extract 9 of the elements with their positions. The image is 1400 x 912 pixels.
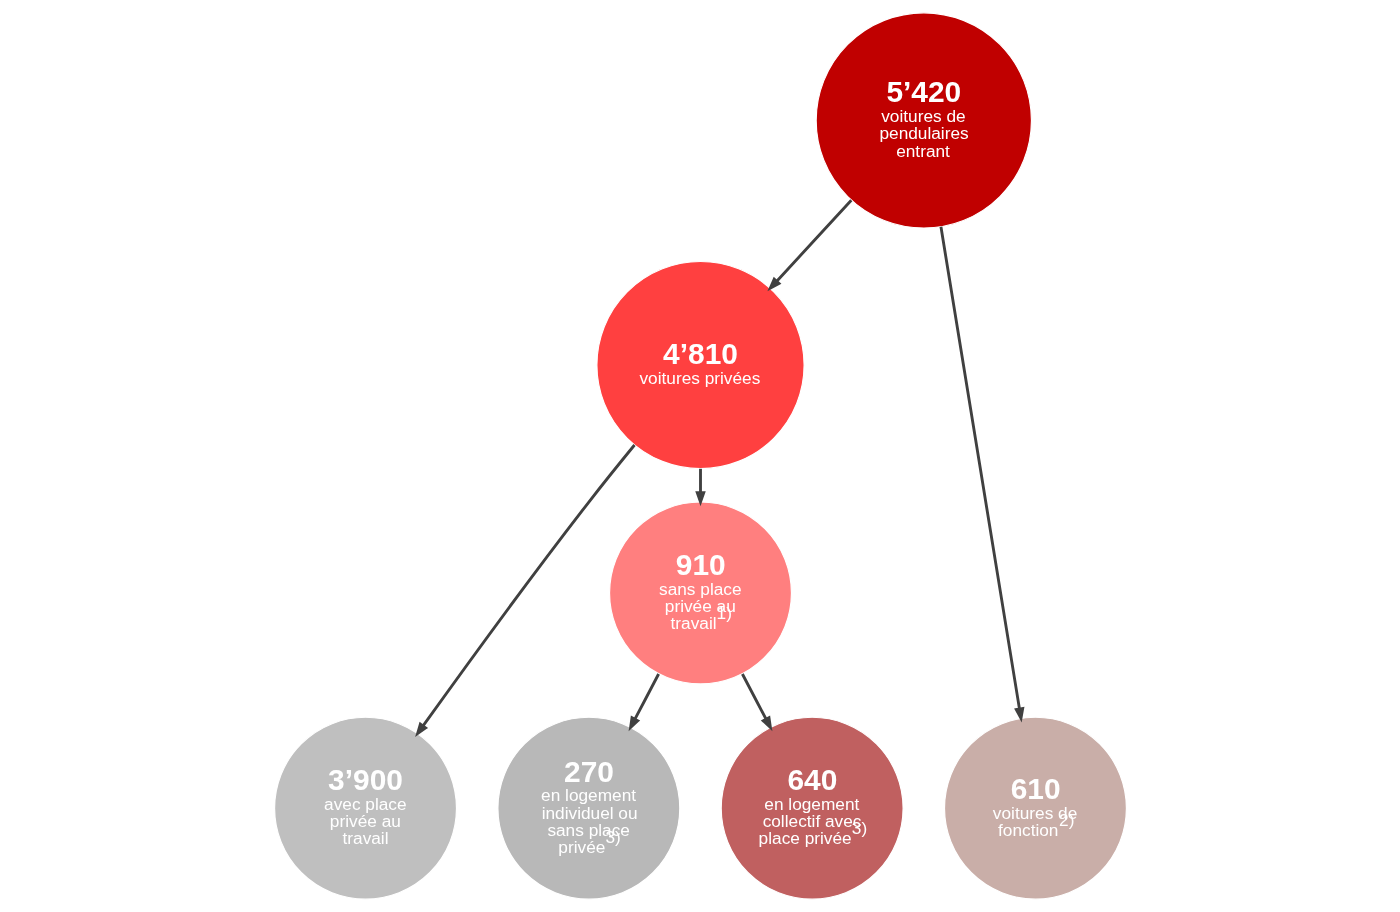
node-circle: 5’420 voitures de pendulaires entrant bbox=[815, 12, 1032, 229]
arrow bbox=[628, 673, 660, 732]
arrow bbox=[414, 444, 636, 738]
arrow bbox=[740, 673, 772, 732]
node-circle: 4’810 voitures privées bbox=[595, 260, 805, 470]
arrow bbox=[939, 226, 1024, 723]
arrow bbox=[694, 468, 706, 507]
node-circle: 3’900 avec place privée au travail bbox=[273, 716, 457, 900]
arrow bbox=[766, 199, 852, 292]
